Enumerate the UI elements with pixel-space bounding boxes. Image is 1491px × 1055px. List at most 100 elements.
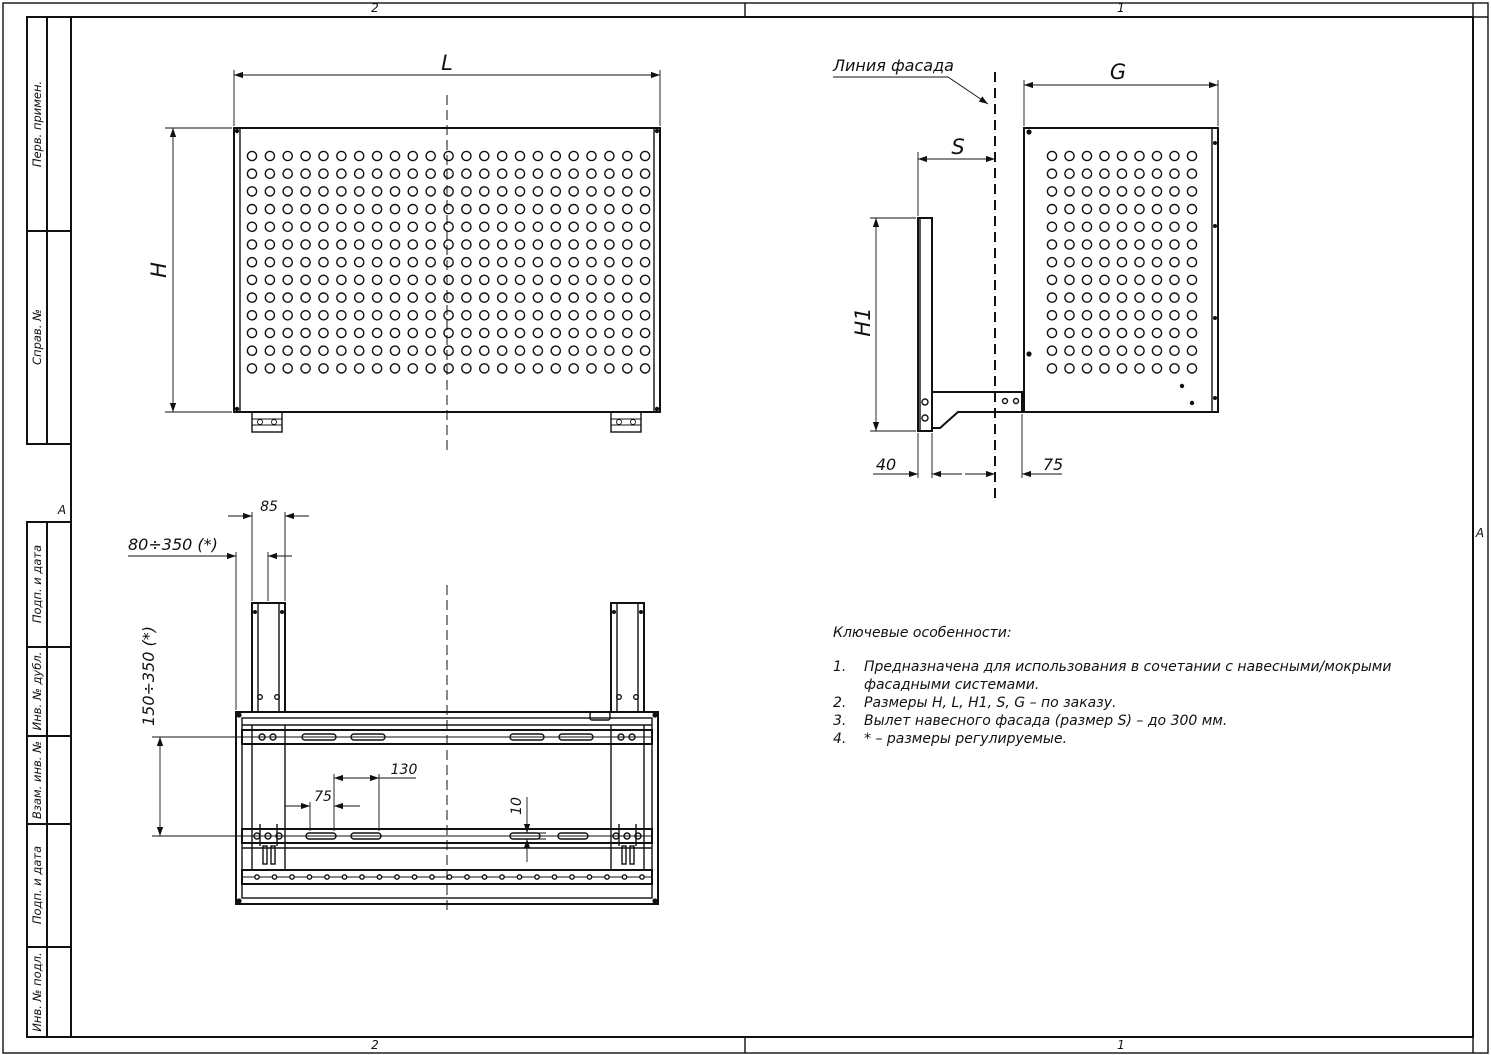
perforation-hole (443, 292, 454, 303)
perforation-hole (336, 345, 347, 357)
perforation-hole (389, 168, 401, 179)
perforation-hole (496, 345, 508, 357)
dim-bracket-height-label: H1 (851, 307, 875, 336)
perforation-hole (425, 292, 437, 303)
perforation-hole (246, 309, 258, 321)
perforation-hole (1134, 256, 1145, 268)
perforation-hole (604, 186, 615, 197)
rail-hole (516, 874, 523, 880)
perforation-hole (639, 274, 651, 286)
perforation-hole (586, 274, 597, 286)
perforation-hole (604, 363, 615, 374)
perforation-hole (1046, 274, 1058, 286)
stamp-first-use: Перв. примен. (30, 81, 44, 167)
perforation-hole (586, 309, 597, 321)
perforation-hole (496, 292, 508, 303)
perforation-hole (514, 363, 526, 374)
perforation-hole (443, 150, 454, 162)
front-feet (251, 411, 642, 433)
perforation-hole (639, 345, 651, 357)
perforation-hole (586, 168, 597, 179)
perforation-hole (371, 150, 383, 162)
perforation-hole (1046, 168, 1058, 179)
perforation-hole (300, 186, 311, 197)
perforation-hole (1081, 274, 1093, 286)
perforation-hole (1186, 309, 1198, 321)
perforation-hole (300, 345, 311, 357)
perforation-hole (1151, 327, 1163, 339)
perforation-hole (514, 327, 526, 339)
perforation-hole (318, 309, 329, 321)
perforation-hole (478, 292, 490, 303)
perforation-hole (318, 363, 329, 374)
perforation-hole (496, 150, 508, 162)
perforation-hole (282, 292, 294, 303)
perforation-hole (1169, 186, 1180, 197)
perforation-hole (318, 274, 329, 286)
perforation-hole (514, 221, 526, 233)
perforation-hole (478, 274, 490, 286)
perforation-hole (622, 203, 633, 215)
perforation-hole (425, 221, 437, 233)
perforation-hole (443, 203, 454, 215)
perforation-hole (550, 203, 562, 215)
perforation-hole (407, 239, 419, 250)
rail-hole (621, 874, 628, 880)
perforation-hole (318, 345, 329, 357)
perforation-hole (246, 256, 258, 268)
perforation-hole (568, 239, 580, 250)
perforation-hole (532, 186, 544, 197)
perforation-hole (478, 239, 490, 250)
perforation-hole (1169, 309, 1180, 321)
perforation-hole (586, 203, 597, 215)
stamp-ref-number: Справ. № (30, 309, 44, 365)
perforation-hole (496, 256, 508, 268)
note-item-3: 3. Вылет навесного фасада (размер S) – д… (833, 712, 1453, 730)
perforation-hole (461, 345, 472, 357)
perforation-hole (443, 256, 454, 268)
perforation-hole (1186, 256, 1198, 268)
perforation-hole (461, 221, 472, 233)
note-item-2: 2. Размеры H, L, H1, S, G – по заказу. (833, 694, 1453, 712)
perforation-hole (353, 186, 365, 197)
perforation-hole (264, 274, 276, 286)
perforation-hole (532, 221, 544, 233)
perforation-hole (532, 168, 544, 179)
perforation-hole (1081, 239, 1093, 250)
perforation-hole (1116, 292, 1128, 303)
stamp-dup-inv: Инв. № дубл. (30, 652, 44, 731)
rail-hole (376, 874, 383, 880)
perforation-hole (586, 221, 597, 233)
perforation-hole (1099, 168, 1110, 179)
perforation-hole (1099, 345, 1110, 357)
perforation-hole (246, 274, 258, 286)
perforation-hole (586, 327, 597, 339)
perforation-hole (568, 309, 580, 321)
perforation-hole (407, 363, 419, 374)
perforation-hole (478, 327, 490, 339)
perforation-hole (425, 239, 437, 250)
perforation-hole (264, 309, 276, 321)
perforation-hole (371, 186, 383, 197)
perforation-hole (1081, 292, 1093, 303)
side-view (833, 72, 1219, 500)
perforation-hole (514, 274, 526, 286)
perforation-hole (1116, 168, 1128, 179)
perforation-hole (371, 309, 383, 321)
dim-width-label: L (441, 51, 453, 75)
perforation-hole (353, 292, 365, 303)
stamp-sign-date-2: Подп. и дата (30, 846, 44, 924)
perforation-hole (568, 150, 580, 162)
perforation-hole (353, 203, 365, 215)
side-stamp (26, 16, 72, 1038)
perforation-hole (604, 221, 615, 233)
perforation-hole (1151, 256, 1163, 268)
dim-130-label: 130 (391, 762, 418, 778)
perforation-hole (550, 363, 562, 374)
perforation-hole (586, 186, 597, 197)
perforation-hole (1064, 309, 1075, 321)
perforation-hole (1046, 327, 1058, 339)
perforation-hole (336, 327, 347, 339)
perforation-hole (1116, 239, 1128, 250)
perforation-hole (389, 363, 401, 374)
